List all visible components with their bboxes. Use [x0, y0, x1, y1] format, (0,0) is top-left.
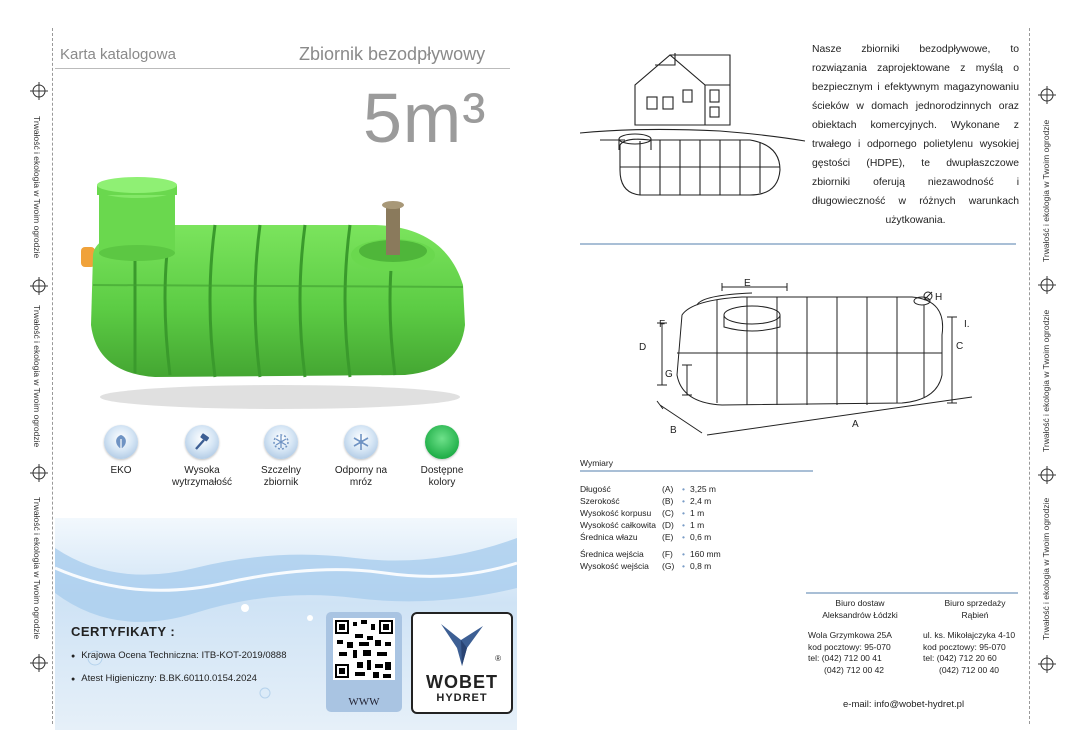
office-city: Rąbień [961, 609, 989, 620]
leaf-icon [116, 435, 126, 449]
header-divider [55, 68, 510, 69]
office-phone: (042) 712 00 40 [939, 664, 1000, 675]
hammer-icon [195, 433, 210, 450]
catalog-label: Karta katalogowa [60, 46, 176, 63]
feature-colors: Dostępne kolory [406, 425, 478, 489]
certificates-title: CERTYFIKATY : [71, 624, 176, 639]
office-city: Aleksandrów Łódzki [822, 609, 898, 620]
wobet-hydret-logo: ® WOBET HYDRET [411, 612, 513, 714]
qr-www-label: WWW [348, 696, 380, 708]
snowflake-seal-icon [273, 434, 289, 450]
office-postal: kod pocztowy: 95-070 [923, 641, 1006, 652]
dim-label-b: B [670, 425, 677, 436]
side-slogan: Trwałość i ekologia w Twoim ogrodzie [32, 116, 42, 259]
office-title: Biuro dostaw [835, 598, 885, 608]
feature-label: Dostępne kolory [420, 465, 464, 488]
dim-label-h: H [935, 292, 942, 303]
registered-mark: ® [495, 654, 501, 663]
logo-mark-icon [441, 624, 483, 666]
contact-email[interactable]: e-mail: info@wobet-hydret.pl [843, 699, 965, 710]
registration-mark-icon [30, 654, 48, 672]
registration-mark-icon [1038, 276, 1056, 294]
tank-illustration [81, 177, 465, 409]
cut-line-right [1029, 28, 1030, 724]
installation-sketch [580, 53, 806, 196]
dim-label-d: D [639, 342, 646, 353]
side-slogan: Trwałość i ekologia w Twoim ogrodzie [32, 305, 42, 448]
feature-label: EKO [110, 465, 132, 476]
registration-mark-icon [1038, 655, 1056, 673]
office-phone: tel: (042) 712 20 60 [923, 653, 997, 663]
certificate-item: Atest Higieniczny: B.BK.60110.0154.2024 [71, 673, 257, 684]
offices-divider [806, 592, 1018, 594]
feature-label: Odporny na mróz [334, 465, 388, 488]
side-slogan: Trwałość i ekologia w Twoim ogrodzie [1041, 119, 1051, 262]
side-slogan: Trwałość i ekologia w Twoim ogrodzie [1041, 497, 1051, 640]
product-description: Nasze zbiorniki bezodpływowe, to rozwiąz… [812, 44, 1019, 226]
office-phone: (042) 712 00 42 [824, 664, 885, 675]
dimension-diagram: A B C D E F G H I. [639, 278, 973, 436]
office-delivery: Biuro dostaw Aleksandrów Łódzki Wola Grz… [808, 598, 912, 676]
logo-sub: HYDRET [436, 692, 488, 704]
office-postal: kod pocztowy: 95-070 [808, 641, 891, 652]
registration-mark-icon [30, 82, 48, 100]
feature-eko: EKO [85, 425, 157, 477]
registration-mark-icon [30, 464, 48, 482]
dimensions-divider [580, 470, 813, 472]
side-slogan: Trwałość i ekologia w Twoim ogrodzie [1041, 309, 1051, 452]
office-sales: Biuro sprzedaży Rąbień ul. ks. Mikołajcz… [923, 598, 1027, 676]
section-divider [580, 243, 1016, 245]
cut-line-left [52, 28, 53, 724]
feature-label: Szczelny zbiornik [260, 465, 301, 488]
feature-strength: Wysoka wytrzymałość [166, 425, 238, 489]
product-type: Zbiornik bezodpływowy [299, 44, 486, 64]
qr-code[interactable]: WWW [326, 612, 402, 712]
dimensions-title: Wymiary [580, 458, 613, 468]
dim-label-f: F [659, 319, 665, 330]
registration-mark-icon [1038, 466, 1056, 484]
office-address: ul. ks. Mikołajczyka 4-10 [923, 630, 1016, 640]
feature-label: Wysoka wytrzymałość [171, 465, 232, 488]
dim-label-e: E [744, 278, 751, 289]
office-address: Wola Grzymkowa 25A [808, 630, 892, 640]
feature-frost: Odporny na mróz [325, 425, 397, 489]
capacity-title: 5m³ [363, 79, 487, 157]
dim-label-a: A [852, 419, 859, 430]
dim-label-i: I. [964, 319, 970, 330]
dim-label-g: G [665, 369, 673, 380]
green-color-icon [425, 425, 459, 459]
registration-mark-icon [30, 277, 48, 295]
side-slogan: Trwałość i ekologia w Twoim ogrodzie [32, 497, 42, 640]
office-title: Biuro sprzedaży [944, 598, 1006, 608]
certificate-item: Krajowa Ocena Techniczna: ITB-KOT-2019/0… [71, 650, 286, 661]
logo-name: WOBET [426, 672, 498, 692]
snowflake-icon [353, 434, 369, 450]
registration-mark-icon [1038, 86, 1056, 104]
qr-code-icon [333, 618, 395, 680]
feature-sealed: Szczelny zbiornik [245, 425, 317, 489]
office-phone: tel: (042) 712 00 41 [808, 653, 882, 663]
dim-label-c: C [956, 341, 963, 352]
